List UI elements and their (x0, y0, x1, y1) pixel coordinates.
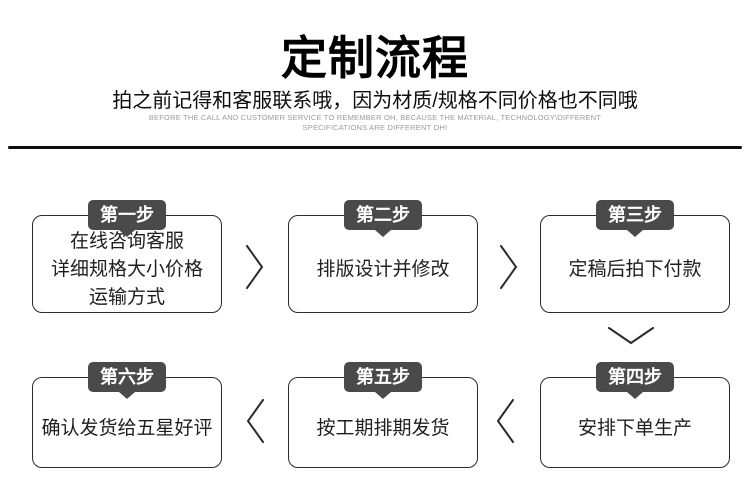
step-text-2: 排版设计并修改 (316, 259, 450, 280)
arrow-down-icon (608, 327, 654, 345)
section-divider (8, 146, 742, 149)
step-box-5: 第五步 按工期排期发货 (288, 362, 478, 468)
english-caption-line1: BEFORE THE CALL AND CUSTOMER SERVICE TO … (148, 113, 602, 122)
step-text-4: 安排下单生产 (577, 417, 692, 439)
step-badge-2: 第二步 (344, 200, 422, 230)
step-box-3: 第三步 定稿后拍下付款 (540, 200, 730, 313)
step-badge-3: 第三步 (596, 200, 674, 230)
step-text-1-line3: 运输方式 (88, 287, 165, 308)
step-text-5: 按工期排期发货 (316, 417, 450, 439)
step-text-6: 确认发货给五星好评 (41, 417, 213, 439)
step-box-4: 第四步 安排下单生产 (540, 362, 730, 468)
step-text-1: 在线咨询客服 详细规格大小价格 运输方式 (51, 216, 203, 312)
step-box-2: 第二步 排版设计并修改 (288, 200, 478, 313)
step-text-1-line1: 在线咨询客服 (69, 231, 184, 252)
step-box-6: 第六步 确认发货给五星好评 (32, 362, 222, 468)
arrow-right-icon (500, 245, 518, 289)
page-title: 定制流程 (281, 32, 469, 84)
english-caption-line2: SPECIFICATIONS ARE DIFFERENT OH! (302, 123, 448, 132)
step-box-1: 第一步 在线咨询客服 详细规格大小价格 运输方式 (32, 200, 222, 313)
arrow-left-icon (246, 399, 264, 443)
step-text-1-line2: 详细规格大小价格 (50, 259, 203, 280)
page-subtitle: 拍之前记得和客服联系哦，因为材质/规格不同价格也不同哦 (112, 90, 638, 112)
english-caption: BEFORE THE CALL AND CUSTOMER SERVICE TO … (0, 113, 750, 133)
step-text-3: 定稿后拍下付款 (568, 259, 702, 280)
step-badge-4: 第四步 (596, 362, 674, 392)
step-badge-5: 第五步 (344, 362, 422, 392)
step-badge-1: 第一步 (88, 200, 166, 230)
arrow-left-icon (496, 399, 514, 443)
arrow-right-icon (246, 245, 264, 289)
step-badge-6: 第六步 (88, 362, 166, 392)
